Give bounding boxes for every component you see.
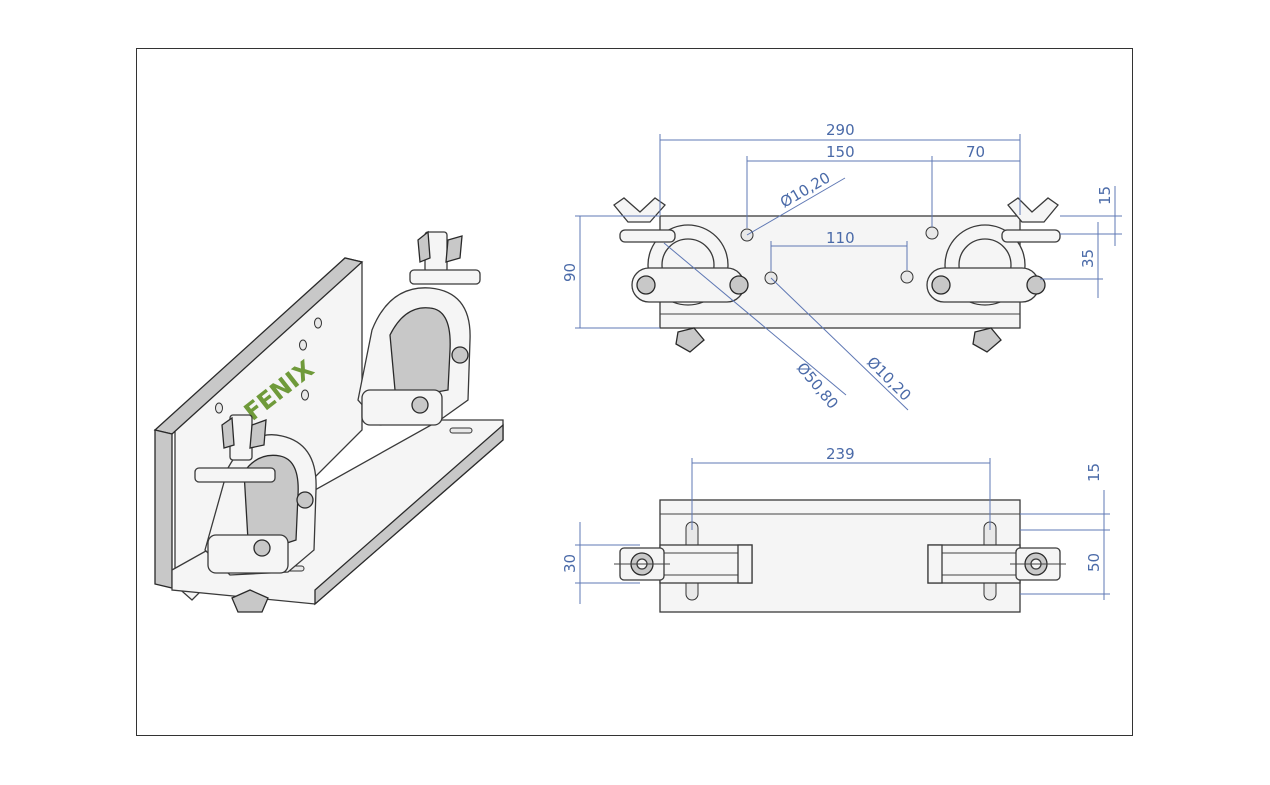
dim-50: 50 bbox=[1085, 553, 1103, 572]
base-slot bbox=[449, 427, 473, 434]
vertical-plate-side bbox=[154, 429, 173, 589]
dim-239: 239 bbox=[826, 445, 855, 463]
leader-hole-lower bbox=[770, 277, 909, 411]
bottom-clamp-right bbox=[927, 544, 1066, 584]
dim-15-top: 15 bbox=[1096, 186, 1114, 205]
dim-15-bottom: 15 bbox=[1085, 463, 1103, 482]
plate-hole bbox=[215, 402, 223, 414]
dim-110: 110 bbox=[826, 229, 855, 247]
plate-hole bbox=[299, 339, 307, 351]
rear-clamp bbox=[357, 230, 481, 426]
hole-top-right bbox=[925, 226, 939, 240]
dim-150: 150 bbox=[826, 143, 855, 161]
dim-290: 290 bbox=[826, 121, 855, 139]
isometric-view: FENIX bbox=[153, 230, 504, 613]
bottom-clamp-left bbox=[614, 544, 753, 584]
front-clamp-right bbox=[926, 197, 1061, 353]
dim-30: 30 bbox=[561, 554, 579, 573]
front-clamp-left bbox=[613, 197, 749, 353]
plate-hole bbox=[301, 389, 309, 401]
dim-hole-lower: Ø10,20 bbox=[863, 353, 914, 404]
front-view: 290 150 70 110 90 15 35 Ø10,20 Ø50,80 Ø1… bbox=[561, 121, 1122, 413]
front-clamp bbox=[194, 414, 317, 613]
dim-70: 70 bbox=[966, 143, 985, 161]
base-plate-edge bbox=[314, 423, 504, 606]
dim-90: 90 bbox=[561, 263, 579, 282]
bottom-view: 239 15 50 30 bbox=[561, 445, 1110, 613]
hole-lower-right bbox=[900, 270, 914, 284]
leader-hole-top bbox=[746, 177, 846, 236]
dim-35: 35 bbox=[1079, 249, 1097, 268]
leader-clamp-bore bbox=[663, 242, 847, 396]
plate-hole bbox=[314, 317, 322, 329]
